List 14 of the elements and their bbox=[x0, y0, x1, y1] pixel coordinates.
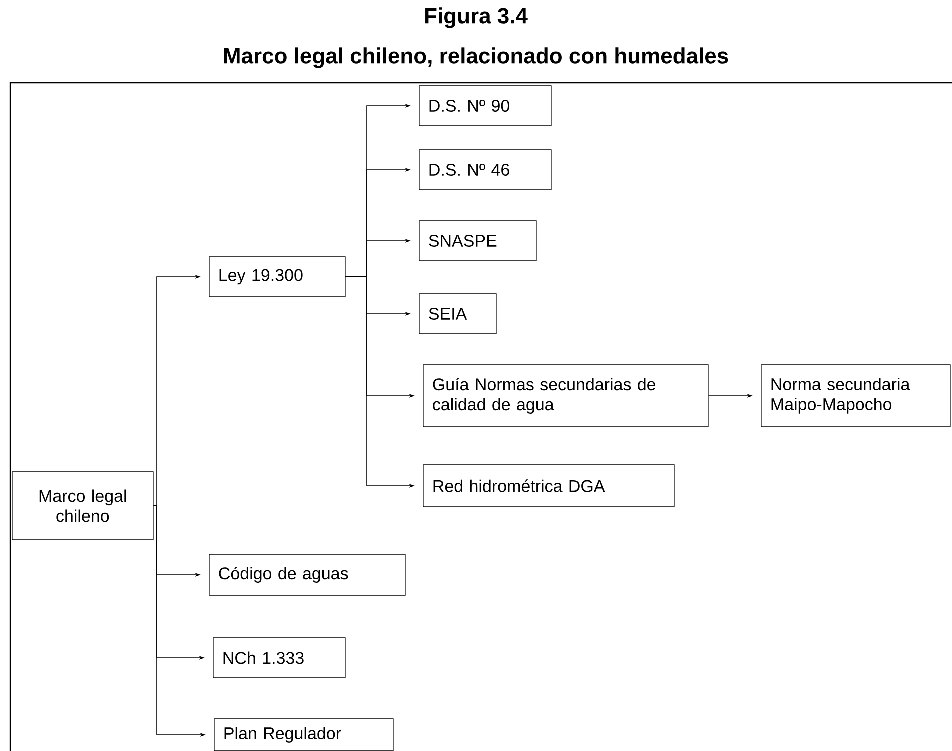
text-box: Ley 19.300 bbox=[209, 256, 346, 298]
text-box: Red hidrométrica DGA bbox=[423, 464, 675, 508]
text-box: Guía Normas secundarias de calidad de agua bbox=[423, 364, 709, 428]
text-box: Norma secundaria Maipo-Mapocho bbox=[761, 364, 951, 428]
text-box: NCh 1.333 bbox=[213, 638, 346, 678]
figure-subtitle: Marco legal chileno, relacionado con humedales bbox=[224, 48, 728, 68]
text-box: D.S. Nº 46 bbox=[419, 150, 552, 190]
text-box: SNASPE bbox=[419, 220, 537, 262]
text-box: Código de aguas bbox=[209, 554, 406, 596]
figure-title: Figura 3.4 bbox=[426, 8, 528, 28]
text-box: Plan Regulador bbox=[214, 718, 394, 751]
text-box: D.S. Nº 90 bbox=[419, 86, 552, 126]
text-box: SEIA bbox=[419, 294, 497, 334]
text-box: Marco legal chileno bbox=[12, 472, 154, 540]
